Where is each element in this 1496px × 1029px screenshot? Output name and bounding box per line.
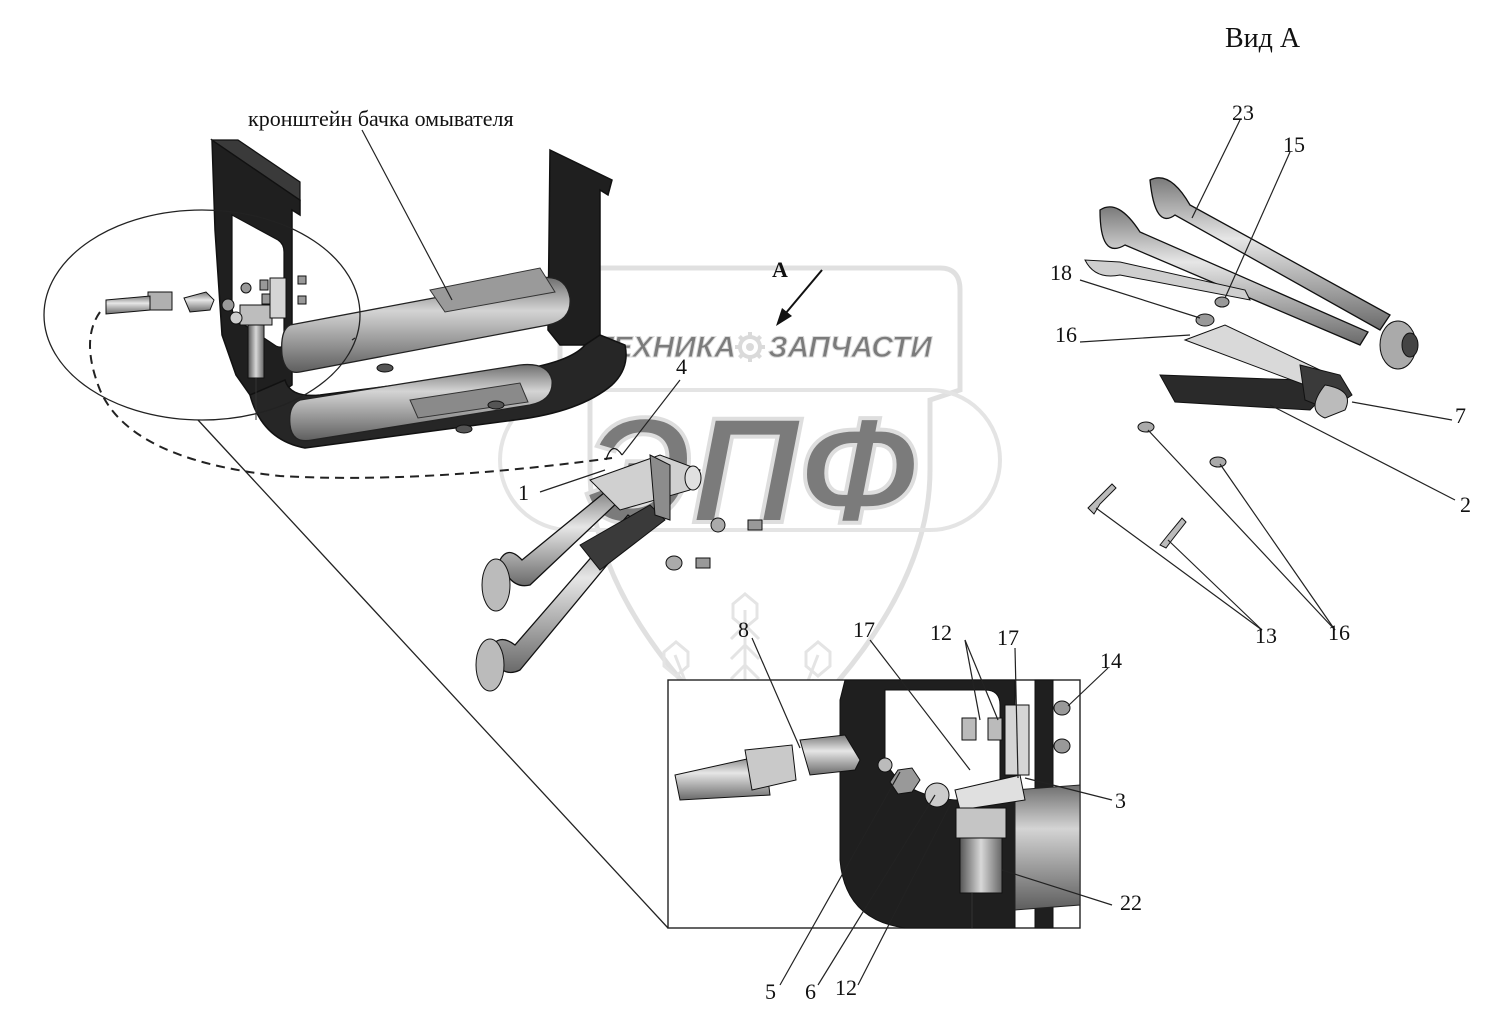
gear-icon (735, 332, 765, 362)
callout-7: 7 (1455, 403, 1466, 428)
callout-14: 14 (1100, 648, 1122, 673)
view-arrow-label: А (772, 257, 788, 282)
callout-4: 4 (676, 354, 687, 379)
detail-oval (43, 209, 361, 421)
bracket-tube-flat (429, 267, 556, 313)
callout-1: 1 (518, 480, 529, 505)
bracket-foot (487, 400, 505, 410)
washer-tank-bracket (105, 138, 627, 449)
callout-2: 2 (1460, 492, 1471, 517)
callout-8: 8 (738, 617, 749, 642)
horn-assembly-center (475, 448, 763, 692)
view-title: Вид А (1225, 23, 1301, 54)
callout-15: 15 (1283, 132, 1305, 157)
view-arrow-head (776, 308, 792, 326)
callout-17-right: 17 (997, 625, 1019, 650)
dashed-hose (89, 311, 613, 479)
callout-5: 5 (765, 979, 776, 1004)
bracket-foot (455, 424, 473, 434)
callout-22: 22 (1120, 890, 1142, 915)
callout-6: 6 (805, 979, 816, 1004)
watermark-brand-right: ЗАПЧАСТИ (768, 331, 933, 364)
detail-box (667, 679, 1081, 929)
leader-lines (361, 119, 1456, 986)
zoom-line (351, 337, 356, 341)
callout-16: 16 (1055, 322, 1077, 347)
zoom-line (197, 419, 669, 929)
bracket-lower-flat (409, 382, 529, 419)
callout-17: 17 (853, 617, 875, 642)
bracket-foot (376, 363, 394, 373)
bracket-label: кронштейн бачка омывателя (248, 106, 514, 131)
valve-assembly-small (105, 275, 307, 420)
callout-16-lower: 16 (1328, 620, 1350, 645)
callout-18: 18 (1050, 260, 1072, 285)
callout-12-lower: 12 (835, 975, 857, 1000)
callout-3: 3 (1115, 788, 1126, 813)
callout-12: 12 (930, 620, 952, 645)
bracket-top-lip (210, 139, 301, 202)
watermark-brand-left: ТЕХНИКА (594, 331, 736, 364)
callout-23: 23 (1232, 100, 1254, 125)
view-arrow (779, 269, 823, 321)
horn-assembly-view-a (1084, 177, 1419, 549)
callout-13: 13 (1255, 623, 1277, 648)
